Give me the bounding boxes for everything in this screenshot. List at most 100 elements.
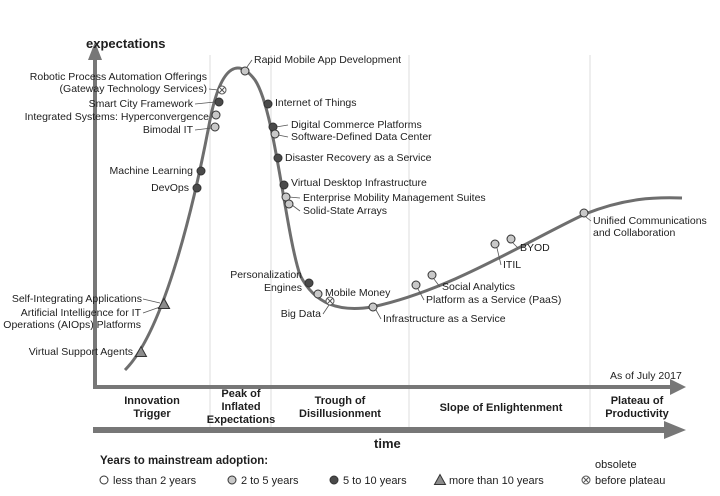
legend-obsolete-before-plateau-marker-cross-b xyxy=(583,477,589,483)
point-devops-label: DevOps xyxy=(151,182,189,194)
point-platform-as-a-service-paas-marker xyxy=(411,280,421,290)
point-solid-state-arrays-label: Solid-State Arrays xyxy=(303,205,387,217)
legend-2-to-5-years-marker xyxy=(227,475,237,485)
legend-more-than-10-years-label: more than 10 years xyxy=(449,475,544,487)
x-axis-arrow xyxy=(93,379,686,395)
point-big-data-label: Big Data xyxy=(281,308,321,320)
phase-label-1-line-2: Trigger xyxy=(133,408,171,420)
x-axis-label: time xyxy=(374,436,401,451)
phase-label-4-line-1: Slope of Enlightenment xyxy=(440,402,563,414)
point-social-analytics-marker xyxy=(427,270,437,280)
point-byod-leader xyxy=(512,242,519,249)
point-internet-of-things-marker xyxy=(263,99,273,109)
point-bimodal-it-leader xyxy=(194,127,213,131)
point-smart-city-framework-label: Smart City Framework xyxy=(89,98,194,110)
point-unified-communications-label-line-1: Unified Communications xyxy=(593,215,707,227)
point-enterprise-mobility-management-suites-label: Enterprise Mobility Management Suites xyxy=(303,192,486,204)
legend-title: Years to mainstream adoption: xyxy=(100,455,268,467)
phase-label-1-line-1: Innovation xyxy=(124,395,180,407)
phase-label-2-line-1: Peak of xyxy=(221,388,260,400)
point-social-analytics-label: Social Analytics xyxy=(442,281,515,293)
point-byod-marker xyxy=(506,234,516,244)
point-bimodal-it-label: Bimodal IT xyxy=(143,124,194,136)
point-machine-learning-marker xyxy=(196,166,206,176)
point-byod-label: BYOD xyxy=(520,242,550,254)
point-artificial-intelligence-for-it-label-line-2: Operations (AIOps) Platforms xyxy=(3,319,141,331)
point-robotic-process-automation-offerings-label-line-1: Robotic Process Automation Offerings xyxy=(30,71,207,83)
point-rapid-mobile-app-development-leader xyxy=(246,59,253,68)
phase-label-3-line-1: Trough of xyxy=(315,395,366,407)
point-robotic-process-automation-offerings-leader xyxy=(208,88,219,91)
hype-curve xyxy=(123,66,683,372)
point-rapid-mobile-app-development-label: Rapid Mobile App Development xyxy=(254,54,401,66)
legend-obsolete-before-plateau-label-line-1: obsolete xyxy=(595,459,637,471)
point-unified-communications-label-line-2: and Collaboration xyxy=(593,227,675,239)
point-itil-label: ITIL xyxy=(503,259,521,271)
phase-label-2-line-3: Expectations xyxy=(207,414,275,426)
point-disaster-recovery-as-a-service-marker xyxy=(273,153,283,163)
legend-less-than-2-years-label: less than 2 years xyxy=(113,475,197,487)
legend-5-to-10-years-marker xyxy=(329,475,339,485)
point-devops-marker xyxy=(192,183,202,193)
point-digital-commerce-platforms-leader xyxy=(275,124,289,128)
point-self-integrating-applications-label: Self-Integrating Applications xyxy=(12,293,142,305)
y-axis-arrow xyxy=(88,42,102,387)
point-bimodal-it-marker xyxy=(210,122,220,132)
point-personalization-marker xyxy=(304,278,314,288)
time-axis-arrow xyxy=(93,421,686,439)
point-itil-marker xyxy=(490,239,500,249)
point-unified-communications-marker xyxy=(579,208,589,218)
point-software-defined-data-center-marker xyxy=(270,129,280,139)
point-artificial-intelligence-for-it-label-line-1: Artificial Intelligence for IT xyxy=(21,307,142,319)
point-big-data-marker-cross-b xyxy=(327,298,333,304)
point-infrastructure-as-a-service-leader xyxy=(375,309,382,320)
point-virtual-desktop-infrastructure-label: Virtual Desktop Infrastructure xyxy=(291,177,427,189)
legend-more-than-10-years-marker xyxy=(433,473,447,485)
point-personalization-label-line-1: Personalization xyxy=(230,269,302,281)
point-integrated-systems-hyperconvergence-marker xyxy=(211,110,221,120)
point-machine-learning-label: Machine Learning xyxy=(110,165,194,177)
point-robotic-process-automation-offerings-marker-cross-b xyxy=(219,87,225,93)
point-disaster-recovery-as-a-service-label: Disaster Recovery as a Service xyxy=(285,152,432,164)
point-artificial-intelligence-for-it-leader xyxy=(142,306,161,314)
point-self-integrating-applications-leader xyxy=(142,298,161,304)
point-unified-communications-leader xyxy=(585,216,592,222)
point-software-defined-data-center-leader xyxy=(277,134,289,138)
point-itil-leader xyxy=(496,247,502,266)
point-enterprise-mobility-management-suites-leader xyxy=(288,196,301,199)
point-platform-as-a-service-paas-label: Platform as a Service (PaaS) xyxy=(426,294,561,306)
point-virtual-support-agents-marker xyxy=(134,345,148,357)
point-digital-commerce-platforms-label: Digital Commerce Platforms xyxy=(291,119,422,131)
point-smart-city-framework-marker xyxy=(214,97,224,107)
point-software-defined-data-center-label: Software-Defined Data Center xyxy=(291,131,432,143)
point-internet-of-things-label: Internet of Things xyxy=(275,97,357,109)
point-robotic-process-automation-offerings-label-line-2: (Gateway Technology Services) xyxy=(60,83,207,95)
legend-5-to-10-years-label: 5 to 10 years xyxy=(343,475,407,487)
phase-label-2-line-2: Inflated xyxy=(221,401,260,413)
phase-label-3-line-2: Disillusionment xyxy=(299,408,381,420)
legend-2-to-5-years-label: 2 to 5 years xyxy=(241,475,299,487)
legend-less-than-2-years-marker xyxy=(99,475,109,485)
point-mobile-money-label: Mobile Money xyxy=(325,287,391,299)
point-social-analytics-leader xyxy=(433,278,441,288)
point-smart-city-framework-leader xyxy=(194,101,216,105)
point-mobile-money-marker xyxy=(313,289,323,299)
point-self-integrating-applications-marker xyxy=(157,297,171,309)
point-big-data-leader xyxy=(322,304,330,315)
point-infrastructure-as-a-service-label: Infrastructure as a Service xyxy=(383,313,506,325)
point-platform-as-a-service-paas-leader xyxy=(417,288,425,301)
phase-label-5-line-2: Productivity xyxy=(605,408,669,420)
as-of-label: As of July 2017 xyxy=(610,370,682,382)
point-integrated-systems-hyperconvergence-label: Integrated Systems: Hyperconvergence xyxy=(25,111,210,123)
legend-obsolete-before-plateau-label-line-2: before plateau xyxy=(595,475,665,487)
point-solid-state-arrays-marker xyxy=(284,199,294,209)
point-personalization-label-line-2: Engines xyxy=(264,282,302,294)
legend: Years to mainstream adoption: less than … xyxy=(99,455,665,487)
point-solid-state-arrays-leader xyxy=(291,204,301,212)
phase-label-5-line-1: Plateau of xyxy=(611,395,664,407)
y-axis-label: expectations xyxy=(86,36,165,51)
point-infrastructure-as-a-service-marker xyxy=(368,302,378,312)
axes: expectations time As of July 2017 xyxy=(86,36,686,451)
